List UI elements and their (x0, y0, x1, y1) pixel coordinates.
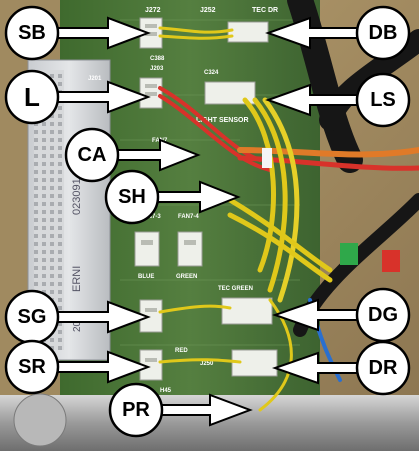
cable-tie (262, 148, 272, 168)
connector-light-sensor (204, 81, 256, 105)
silk-j201: J201 (88, 76, 102, 82)
callout-l: L (24, 82, 40, 112)
arrow-ca (117, 138, 201, 172)
callout-arrows (57, 16, 371, 427)
connector-slots (141, 24, 196, 362)
connector-j252 (227, 21, 269, 43)
callout-ls: LS (370, 89, 396, 111)
silk-light-sensor: LIGHT SENSOR (196, 117, 249, 124)
erni-number: 204 (72, 315, 83, 332)
callout-sh: SH (118, 186, 146, 208)
rod-end (13, 393, 67, 447)
callout-db: DB (369, 22, 398, 44)
wire-harness (158, 26, 419, 412)
callout-circles (4, 5, 411, 438)
silk-fan7-4: FAN7-4 (178, 214, 199, 220)
silk-j203: J203 (150, 66, 164, 72)
green-plug (340, 243, 358, 265)
silk-j272: J272 (145, 7, 161, 14)
connector-dg (221, 297, 273, 325)
silk-tec-green: TEC GREEN (218, 286, 253, 292)
silk-c324: C324 (204, 70, 219, 76)
callout-circle-ca (64, 127, 120, 183)
arrow-sr (57, 350, 151, 384)
silk-c388: C388 (150, 56, 165, 62)
silk-tec-dr: TEC DR (252, 7, 278, 14)
callout-sb: SB (18, 22, 46, 44)
arrow-sb (57, 16, 151, 50)
arrow-l (57, 80, 151, 114)
red-plug (382, 250, 400, 272)
connector-fan7-3 (134, 231, 160, 267)
callout-circle-db (355, 5, 411, 61)
callout-circle-dr (355, 340, 411, 396)
callout-sg: SG (18, 306, 47, 328)
connector-fan7-4 (177, 231, 203, 267)
silk-h45: H45 (160, 388, 172, 394)
erni-brand: ERNI (71, 266, 83, 292)
silk-red: RED (175, 348, 188, 354)
silk-green: GREEN (176, 274, 197, 280)
callout-dr: DR (369, 357, 398, 379)
silk-j252: J252 (200, 7, 216, 14)
callout-circle-sh (104, 169, 160, 225)
callout-circle-sb (4, 5, 60, 61)
callout-circle-pr (108, 382, 164, 438)
callout-circle-ls (355, 72, 411, 128)
callout-pr: PR (122, 399, 150, 421)
arrow-sg (57, 300, 151, 334)
callout-dg: DG (368, 304, 398, 326)
connector-dr (231, 349, 278, 377)
silk-j250: J250 (200, 361, 214, 367)
callout-ca: CA (78, 144, 107, 166)
silk-fan7-3: FAN7-3 (140, 214, 161, 220)
arrow-pr (161, 393, 253, 427)
callout-circle-l (4, 69, 60, 125)
silk-blue: BLUE (138, 274, 154, 280)
erni-serial: 023091 (71, 178, 83, 215)
callout-circle-sr (4, 339, 60, 395)
arrow-sh (157, 180, 241, 214)
callout-sr: SR (18, 356, 46, 378)
